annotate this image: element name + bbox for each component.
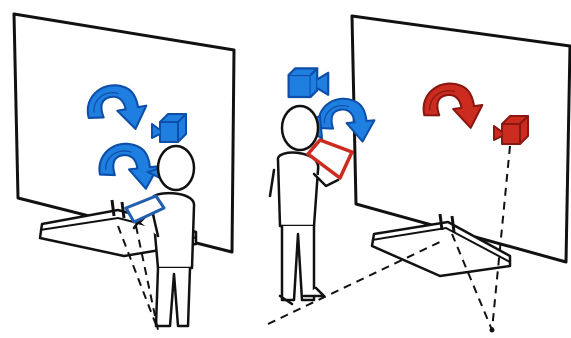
- right-person: [270, 106, 338, 304]
- left-panel: [14, 14, 234, 330]
- right-screen: [352, 16, 570, 262]
- camera-icon: [289, 68, 329, 97]
- right-panel: [268, 16, 570, 333]
